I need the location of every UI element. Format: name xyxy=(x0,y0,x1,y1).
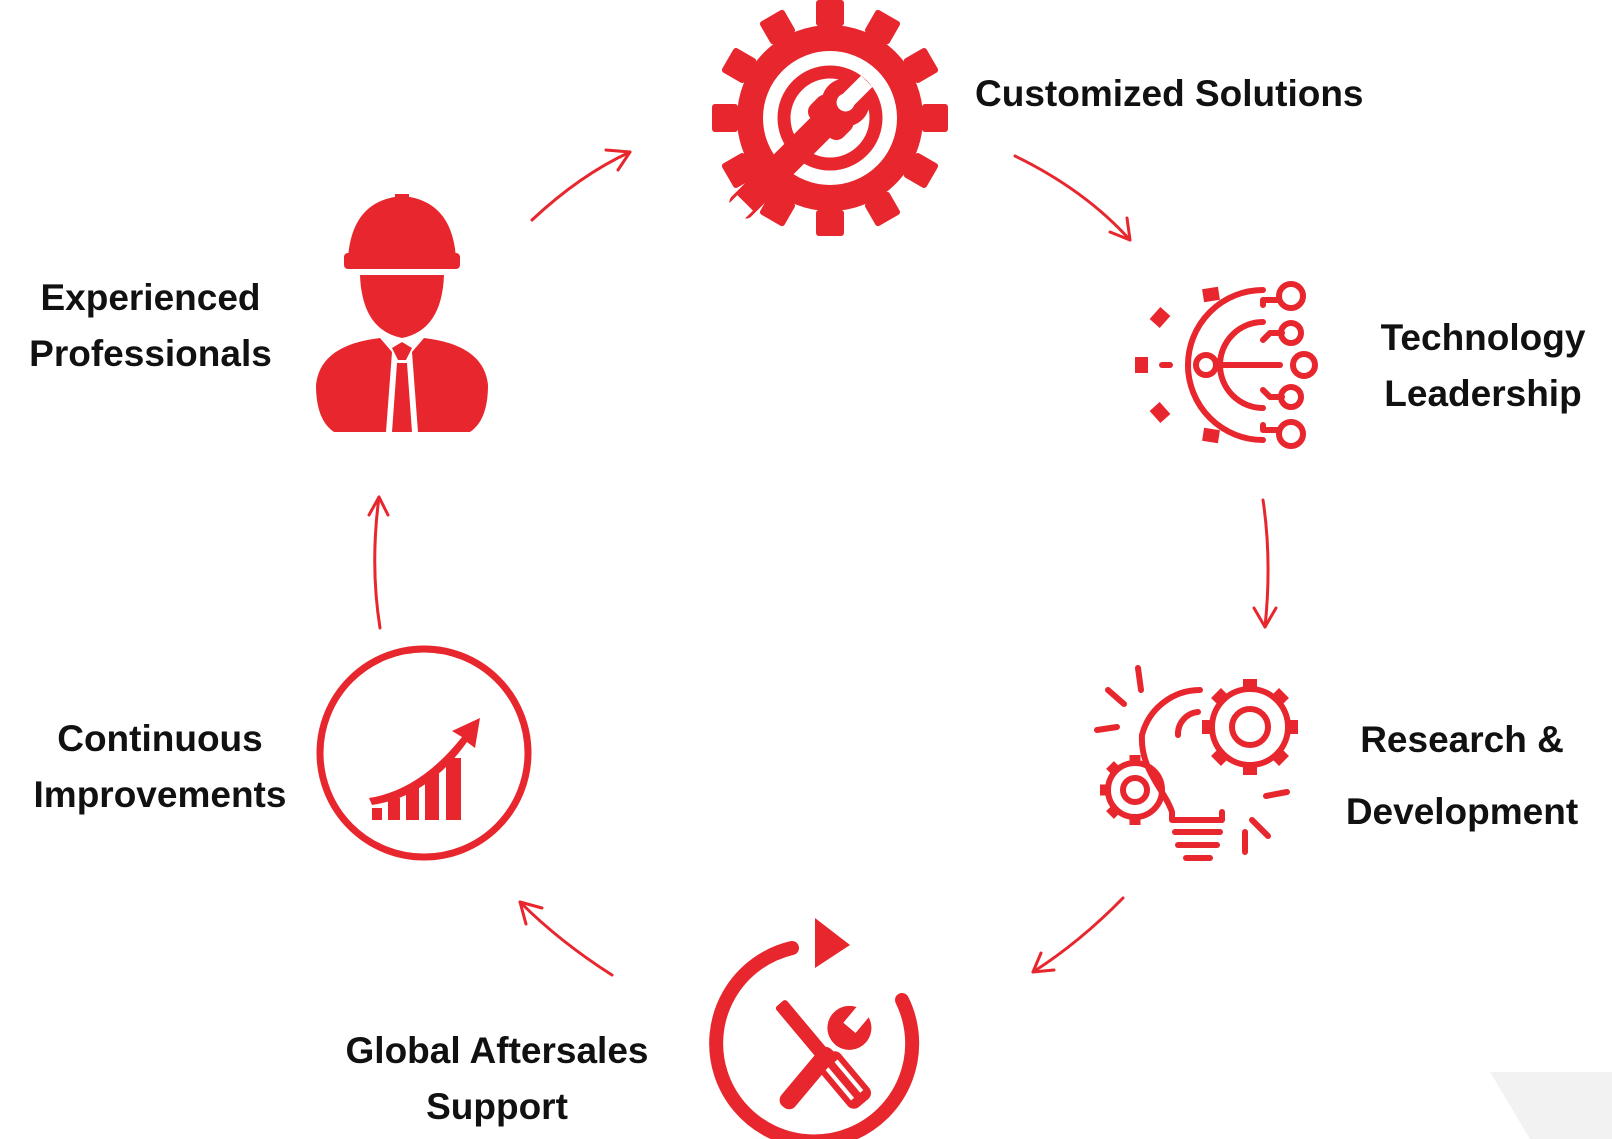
label-line: Professionals xyxy=(29,333,272,374)
arrow-continuous-to-experienced xyxy=(367,495,390,630)
label-line: Improvements xyxy=(33,774,287,815)
label-line: Continuous xyxy=(57,718,263,759)
label-line: Customized Solutions xyxy=(975,73,1364,114)
label-line: Development xyxy=(1345,791,1579,832)
label-line: Research & xyxy=(1360,719,1564,760)
label-research-development: Research & Development xyxy=(1327,704,1597,848)
label-line: Support xyxy=(426,1086,568,1127)
arrow-technology-to-research xyxy=(1252,498,1278,629)
label-line: Leadership xyxy=(1384,373,1582,414)
label-line: Technology xyxy=(1380,317,1586,358)
label-line: Global Aftersales xyxy=(345,1030,649,1071)
label-line: Experienced xyxy=(40,277,261,318)
label-customized-solutions: Customized Solutions xyxy=(975,66,1364,122)
arrow-customized-to-technology xyxy=(1013,154,1132,242)
label-continuous-improvements: Continuous Improvements xyxy=(5,711,315,823)
arrow-research-to-aftersales xyxy=(1031,896,1125,974)
label-experienced-professionals: Experienced Professionals xyxy=(8,270,293,382)
arrow-aftersales-to-continuous xyxy=(518,900,614,977)
arrow-experienced-to-customized xyxy=(530,148,632,222)
label-technology-leadership: Technology Leadership xyxy=(1358,310,1608,422)
label-global-aftersales-support: Global Aftersales Support xyxy=(327,1023,667,1135)
